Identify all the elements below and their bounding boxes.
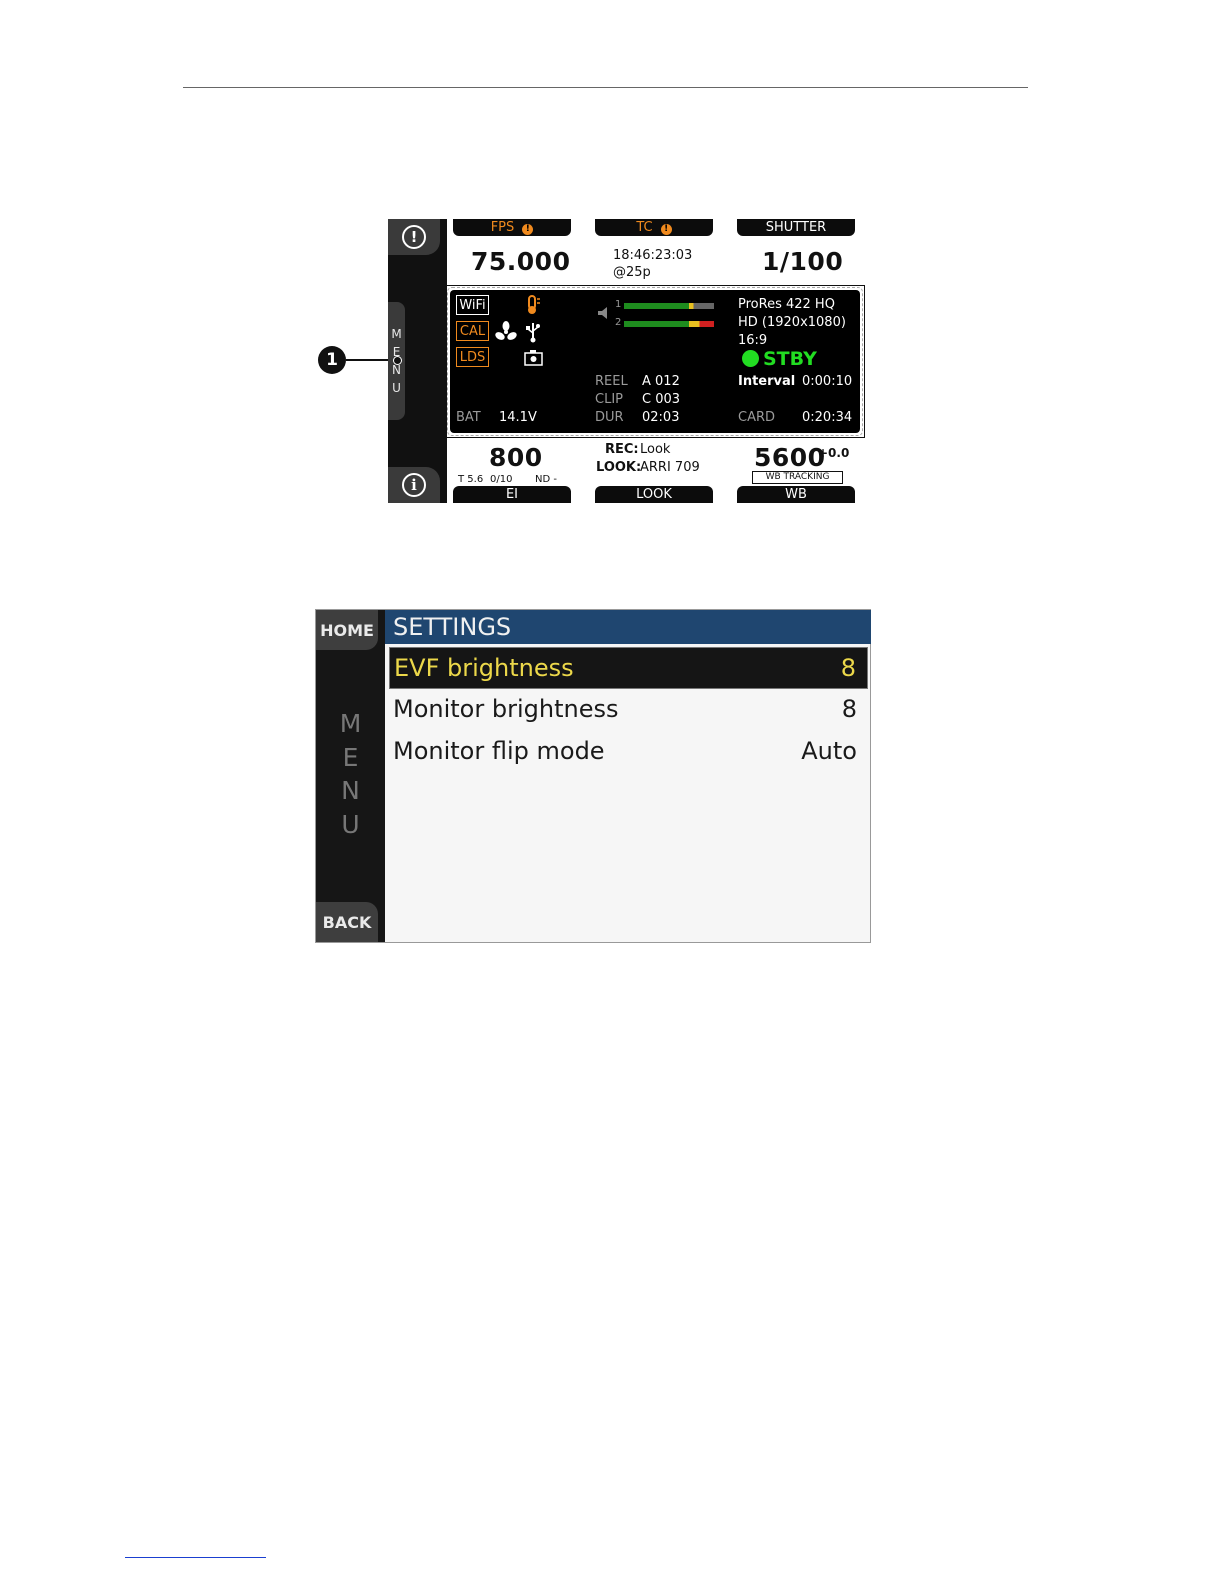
warning-button[interactable]: ! — [388, 219, 440, 255]
shutter-button[interactable]: SHUTTER — [737, 219, 855, 236]
rec-value: Look — [640, 442, 671, 457]
settings-title: SETTINGS — [385, 610, 871, 644]
setting-value: 8 — [841, 695, 857, 723]
audio-ch2-label: 2 — [615, 317, 622, 328]
look-tab-label: LOOK — [636, 487, 672, 502]
info-icon: i — [402, 473, 426, 497]
camera-sidebar: ! M E N U i — [388, 219, 447, 503]
tc-button[interactable]: TC! — [595, 219, 713, 236]
tc-rate: @25p — [613, 265, 651, 280]
warning-dot-icon: ! — [522, 224, 534, 235]
battery-value: 14.1V — [499, 410, 537, 425]
interval-label: Interval — [738, 374, 796, 389]
callout-dot — [393, 356, 402, 365]
menu-letter-m: M — [339, 709, 362, 738]
wb-label: WB — [785, 487, 807, 502]
look-value: ARRI 709 — [640, 460, 700, 475]
rec-label: REC: — [605, 442, 639, 457]
fps-label: FPS — [490, 220, 515, 235]
look-label: LOOK: — [596, 460, 642, 475]
wb-value: 5600 — [754, 443, 826, 472]
menu-vertical-label: M E N U — [316, 707, 385, 841]
tc-value: 18:46:23:03 — [613, 248, 693, 263]
record-state-label: STBY — [763, 348, 817, 370]
menu-letter-e: E — [342, 742, 359, 772]
aspect-ratio: 16:9 — [738, 333, 768, 348]
menu-letter-n: N — [341, 776, 360, 805]
menu-letter-e: E — [392, 345, 401, 359]
menu-letter-u: U — [392, 381, 401, 395]
setting-value: Auto — [801, 737, 857, 765]
wb-tracking-badge: WB TRACKING — [752, 471, 843, 484]
interval-value: 0:00:10 — [802, 374, 853, 389]
back-button[interactable]: BACK — [316, 902, 378, 942]
speaker-icon — [598, 307, 607, 319]
fps-button[interactable]: FPS! — [453, 219, 571, 236]
ei-fraction: 0/10 — [490, 474, 513, 485]
exclamation-icon: ! — [402, 225, 426, 249]
status-panel: WiFi CAL LDS — [447, 287, 863, 436]
ei-label: EI — [505, 487, 519, 502]
ei-button[interactable]: EI — [453, 486, 571, 503]
setting-value: 8 — [840, 654, 856, 682]
thermometer-icon — [528, 295, 540, 314]
wb-offset: +0.0 — [818, 446, 850, 460]
callout-number: 1 — [318, 346, 346, 374]
cal-badge: CAL — [456, 321, 489, 341]
setting-row-evf-brightness[interactable]: EVF brightness 8 — [389, 647, 868, 689]
tc-label: TC — [636, 220, 653, 235]
stby-dot-icon — [742, 350, 759, 367]
camera-icon — [524, 350, 543, 366]
card-value: 0:20:34 — [802, 410, 853, 425]
clip-value: C 003 — [642, 392, 681, 407]
ei-nd: ND - — [535, 474, 557, 485]
fan-icon — [495, 321, 517, 340]
reel-label: REEL — [595, 374, 628, 389]
home-button[interactable]: HOME — [316, 610, 378, 650]
codec: ProRes 422 HQ — [738, 297, 835, 312]
ei-t-stop: T 5.6 — [458, 474, 484, 485]
menu-letter-m: M — [391, 327, 402, 341]
setting-label: Monitor flip mode — [393, 737, 605, 765]
fps-value: 75.000 — [471, 247, 571, 276]
clip-label: CLIP — [595, 392, 623, 407]
footer-link-underline[interactable] — [125, 1557, 266, 1558]
shutter-value: 1/100 — [762, 247, 844, 276]
dur-label: DUR — [595, 410, 624, 425]
battery-label: BAT — [456, 410, 481, 425]
dur-value: 02:03 — [642, 410, 680, 425]
setting-row-monitor-flip-mode[interactable]: Monitor flip mode Auto — [389, 730, 868, 772]
header-rule — [183, 87, 1028, 88]
card-label: CARD — [738, 410, 776, 425]
menu-letter-n: N — [392, 363, 401, 377]
setting-label: Monitor brightness — [393, 695, 619, 723]
wb-button[interactable]: WB — [737, 486, 855, 503]
wifi-badge: WiFi — [456, 295, 489, 315]
setting-label: EVF brightness — [394, 654, 574, 682]
lds-badge: LDS — [456, 347, 489, 367]
warning-dot-icon: ! — [660, 224, 672, 235]
look-button[interactable]: LOOK — [595, 486, 713, 503]
menu-letter-u: U — [341, 809, 360, 839]
callout-line — [346, 359, 396, 361]
reel-value: A 012 — [642, 374, 680, 389]
ei-value: 800 — [489, 443, 543, 472]
camera-home-screen: ! M E N U i FPS! TC! SHUTTER 75.000 18:4… — [388, 219, 865, 503]
settings-screen: HOME M E N U BACK SETTINGS EVF brightnes… — [315, 609, 871, 943]
settings-sidebar: HOME M E N U BACK — [316, 610, 385, 942]
audio-meter-ch2 — [624, 321, 714, 327]
usb-icon — [526, 323, 540, 343]
status-panel-frame — [445, 285, 865, 438]
info-button[interactable]: i — [388, 467, 440, 503]
highlight-dash — [447, 287, 863, 436]
audio-ch1-label: 1 — [615, 299, 622, 310]
audio-meter-ch1 — [624, 303, 714, 309]
setting-row-monitor-brightness[interactable]: Monitor brightness 8 — [389, 688, 868, 730]
record-state: STBY — [742, 348, 817, 370]
shutter-label: SHUTTER — [765, 220, 827, 235]
resolution: HD (1920x1080) — [738, 315, 846, 330]
